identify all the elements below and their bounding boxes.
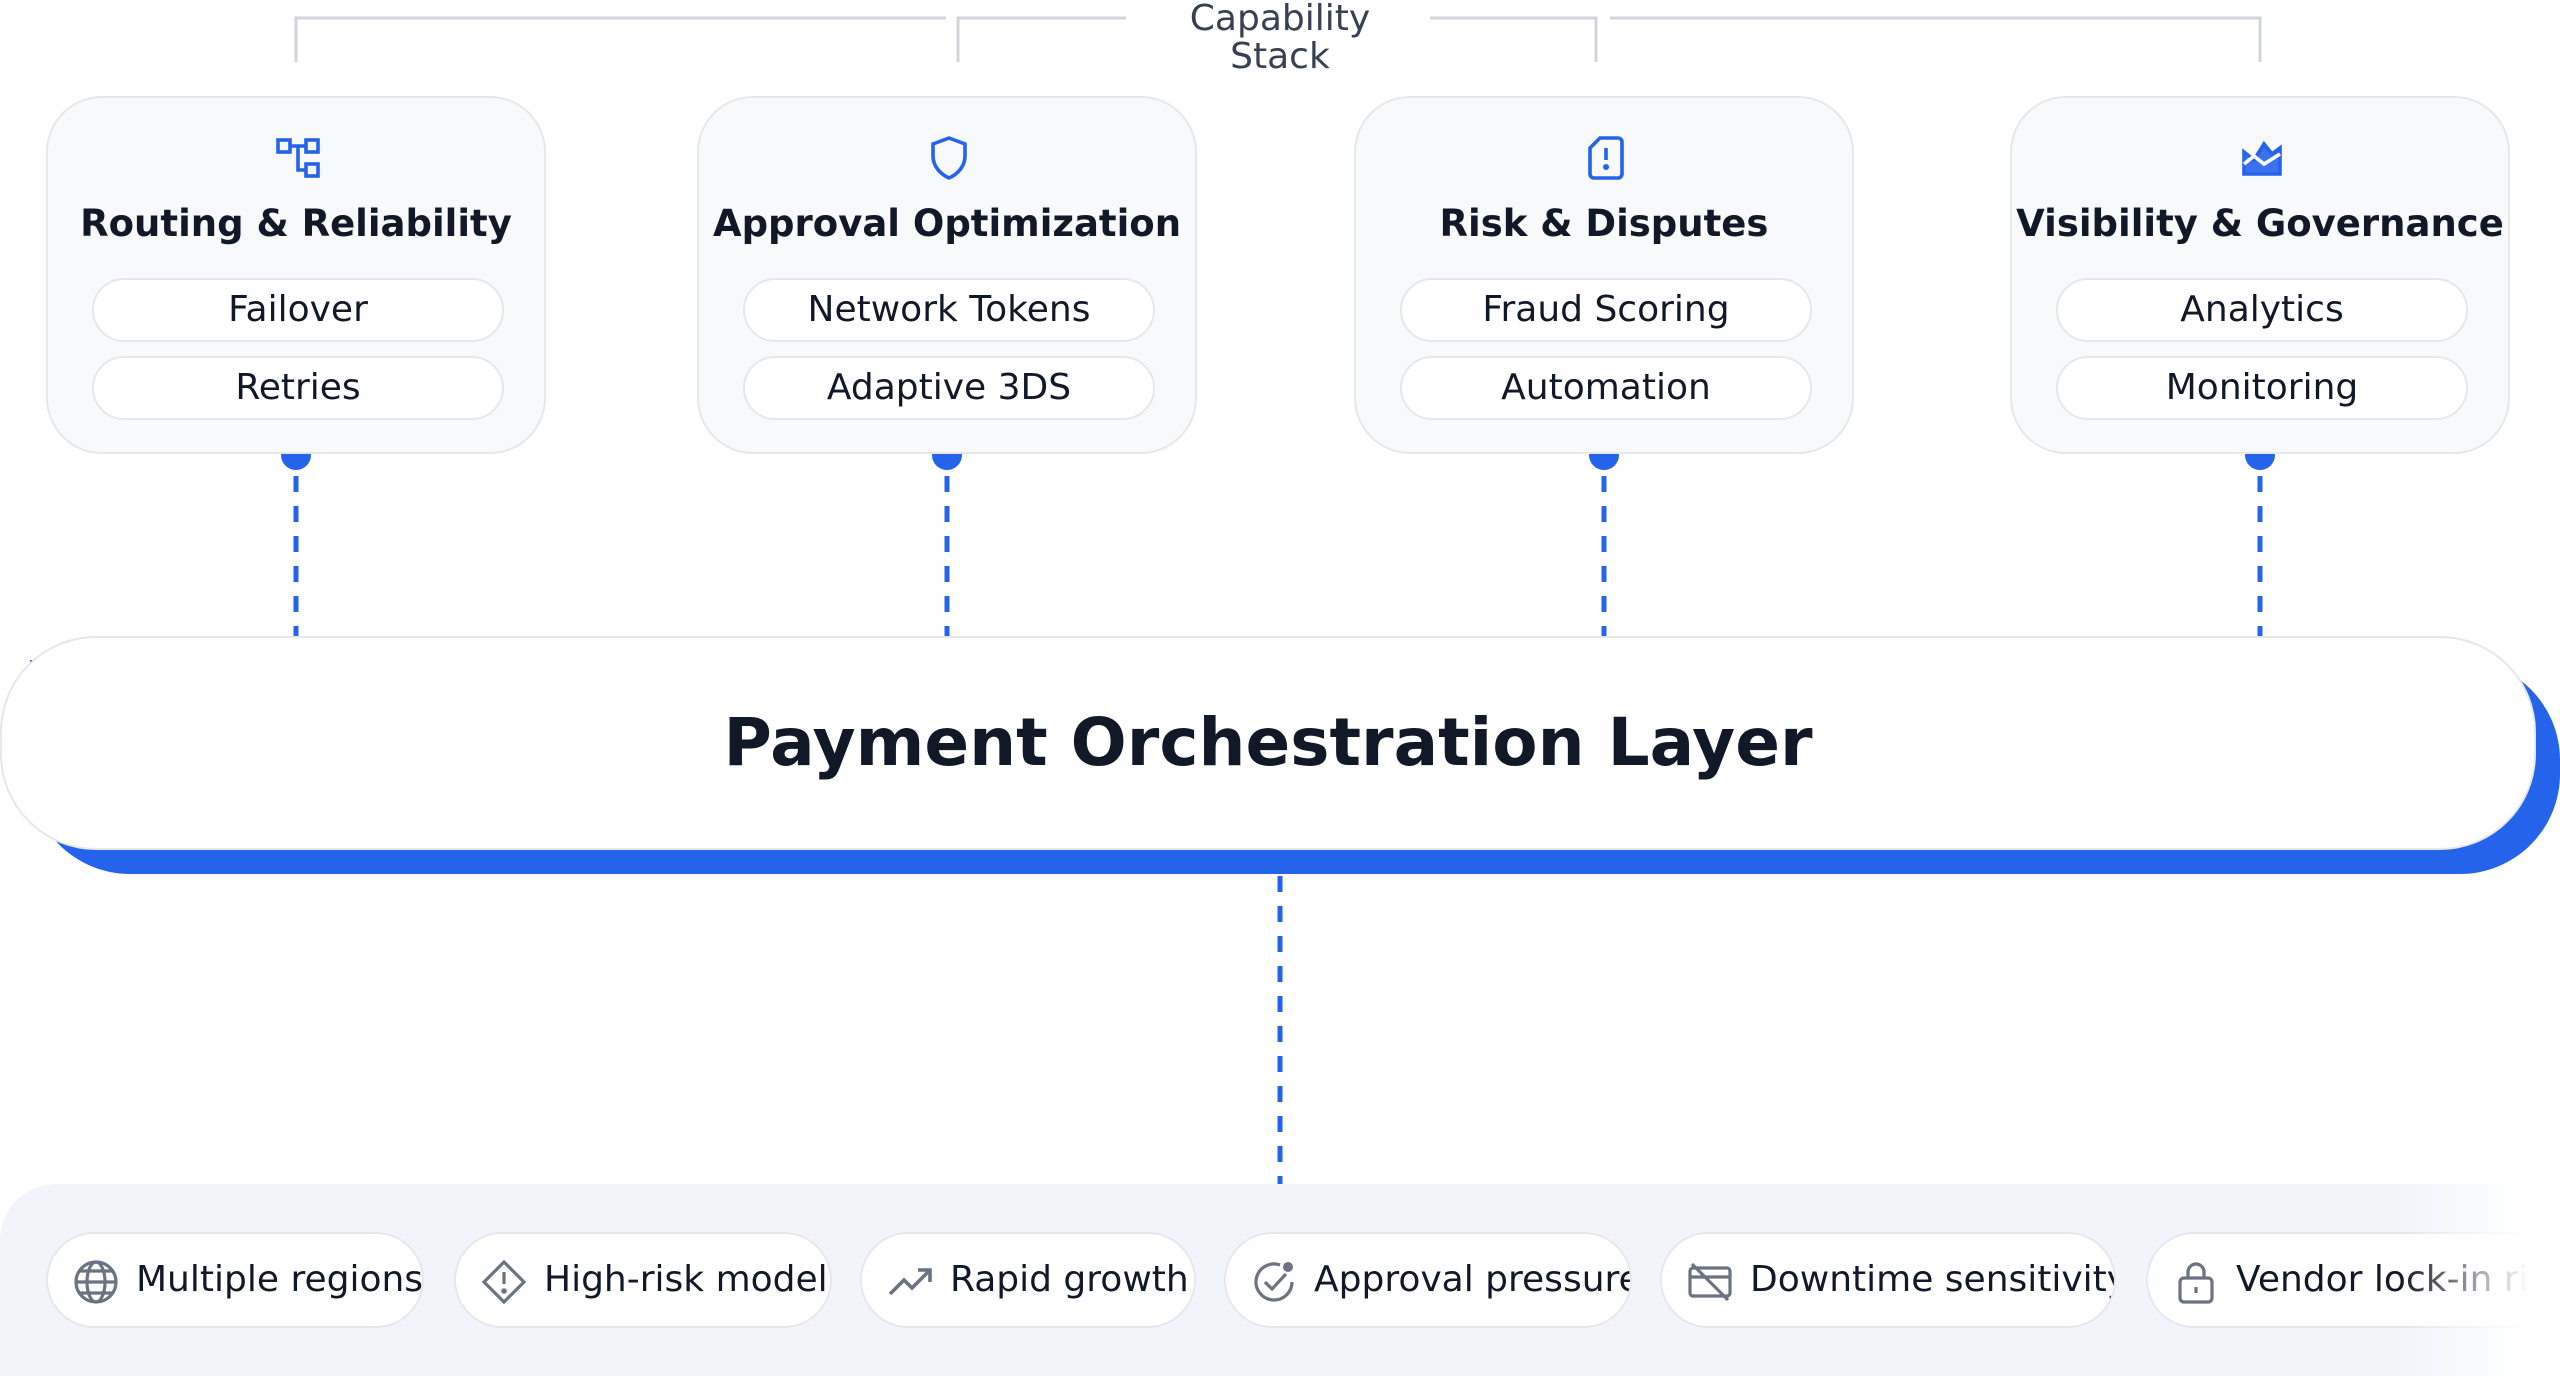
flow-nodes-icon (276, 138, 320, 178)
chip-automation: Automation (1400, 356, 1812, 420)
challenge-label: Vendor lock-in risk (2236, 1259, 2560, 1300)
chart-area-icon (2242, 140, 2282, 176)
challenge-label: Multiple regions (136, 1259, 424, 1300)
challenge-downtime-sensitivity: Downtime sensitivity (1660, 1232, 2116, 1328)
challenge-vendor-lock-in: Vendor lock-in risk (2146, 1232, 2560, 1328)
bracket-left (294, 16, 946, 62)
challenge-label: Approval pressure (1314, 1259, 1632, 1300)
card-title: Risk & Disputes (1439, 202, 1769, 245)
alert-document-icon (1588, 136, 1624, 180)
globe-icon (74, 1260, 118, 1304)
warning-diamond-icon (481, 1259, 527, 1305)
capability-card-routing: Routing & Reliability Failover Retries (46, 96, 546, 454)
chip-monitoring: Monitoring (2056, 356, 2468, 420)
shield-icon (931, 136, 967, 180)
bracket-right (1610, 16, 2262, 62)
challenge-approval-pressure: Approval pressure (1224, 1232, 1632, 1328)
card-title: Routing & Reliability (80, 202, 512, 245)
challenge-label: High-risk model (544, 1259, 828, 1300)
chip-network-tokens: Network Tokens (743, 278, 1155, 342)
chip-retries: Retries (92, 356, 504, 420)
capability-card-visibility: Visibility & Governance Analytics Monito… (2010, 96, 2510, 454)
card-title: Visibility & Governance (2016, 202, 2504, 245)
challenge-label: Rapid growth (950, 1259, 1189, 1300)
capability-card-risk: Risk & Disputes Fraud Scoring Automation (1354, 96, 1854, 454)
challenge-rapid-growth: Rapid growth (860, 1232, 1196, 1328)
challenge-high-risk-model: High-risk model (454, 1232, 832, 1328)
check-circle-icon (1254, 1262, 1294, 1302)
card-off-icon (1688, 1262, 1732, 1302)
challenge-multiple-regions: Multiple regions (46, 1232, 424, 1328)
capability-card-approval: Approval Optimization Network Tokens Ada… (697, 96, 1197, 454)
orchestration-layer: Payment Orchestration Layer (0, 636, 2536, 850)
lock-icon (2178, 1262, 2214, 1304)
challenge-label: Downtime sensitivity (1750, 1259, 2116, 1300)
capability-stack-title: Capability Stack (1140, 0, 1420, 76)
bracket-mid (956, 16, 1598, 62)
chip-adaptive-3ds: Adaptive 3DS (743, 356, 1155, 420)
trend-up-icon (888, 1268, 932, 1296)
chip-analytics: Analytics (2056, 278, 2468, 342)
chip-failover: Failover (92, 278, 504, 342)
card-title: Approval Optimization (712, 202, 1182, 245)
chip-fraud-scoring: Fraud Scoring (1400, 278, 1812, 342)
